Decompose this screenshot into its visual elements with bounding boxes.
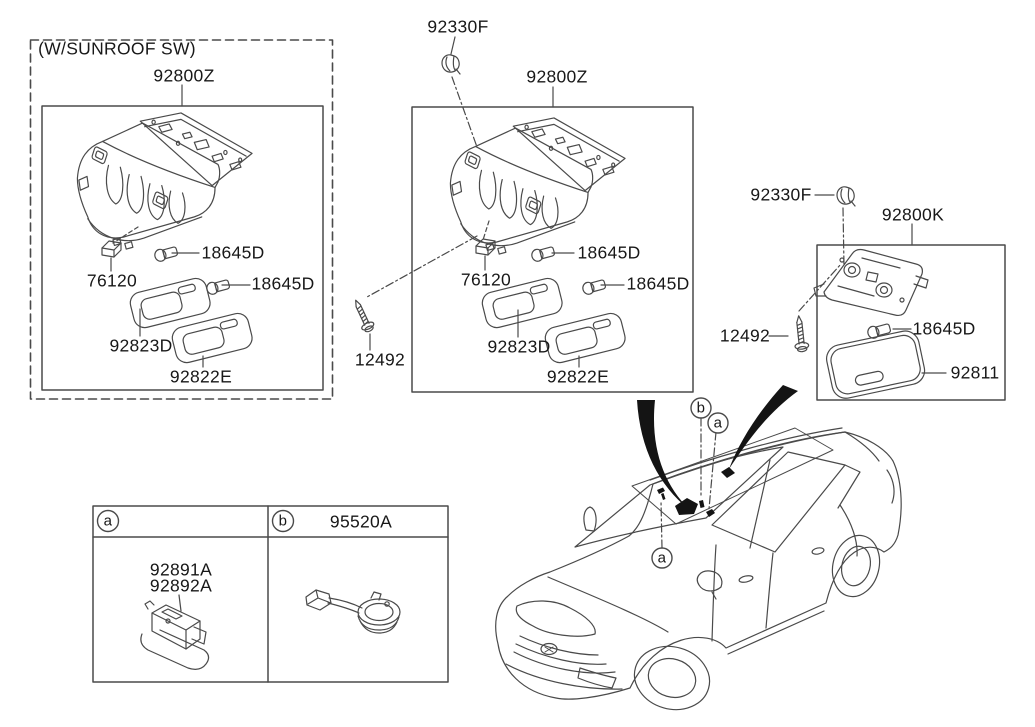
part-label-92800K: 92800K bbox=[881, 204, 945, 225]
sunroof-console-box bbox=[42, 106, 323, 390]
down-arrow-icon bbox=[729, 385, 798, 469]
part-label-92823D: 92823D bbox=[487, 336, 551, 357]
part-label-92822E: 92822E bbox=[169, 366, 233, 387]
part-label-92822E: 92822E bbox=[546, 366, 610, 387]
sunroof-variant-dashed-box bbox=[31, 40, 333, 399]
part-label-18645D: 18645D bbox=[201, 242, 265, 263]
part-label-12492: 12492 bbox=[354, 349, 406, 370]
legend-b-circle bbox=[273, 511, 294, 532]
part-label-92811: 92811 bbox=[950, 362, 1000, 383]
part-label-92823D: 92823D bbox=[109, 335, 173, 356]
part-label-95520A: 95520A bbox=[329, 511, 393, 532]
callout-a-circle bbox=[708, 413, 728, 433]
part-label-18645D: 18645D bbox=[577, 242, 641, 263]
part-label-92892A: 92892A bbox=[149, 575, 213, 596]
standard-console-art bbox=[349, 37, 628, 367]
room-lamp-box bbox=[817, 245, 1005, 400]
legend-table bbox=[93, 506, 448, 682]
car-callout-b: b bbox=[696, 399, 706, 417]
down-arrow-icon bbox=[637, 400, 690, 510]
sunroof-variant-note: (W/SUNROOF SW) bbox=[38, 38, 196, 59]
part-label-18645D: 18645D bbox=[626, 273, 690, 294]
callout-a-circle bbox=[652, 548, 672, 568]
sunroof-console-art bbox=[76, 85, 255, 367]
legend-key-a: a bbox=[103, 512, 113, 530]
roof-callout-art bbox=[637, 385, 798, 568]
part-label-18645D: 18645D bbox=[251, 273, 315, 294]
part-label-76120: 76120 bbox=[460, 269, 512, 290]
part-label-92891A: 92891A bbox=[149, 559, 213, 580]
part-label-12492: 12492 bbox=[719, 325, 771, 346]
callout-b-circle bbox=[691, 398, 711, 418]
part-label-92800Z-sunroof: 92800Z bbox=[153, 65, 215, 86]
car-callout-a-windshield: a bbox=[657, 549, 667, 567]
part-label-92330F: 92330F bbox=[750, 184, 812, 205]
part-label-18645D: 18645D bbox=[912, 318, 976, 339]
car-art bbox=[496, 428, 901, 718]
legend-a-circle bbox=[98, 511, 119, 532]
part-label-92330F: 92330F bbox=[427, 16, 489, 37]
car-callout-a-roof: a bbox=[713, 414, 723, 432]
part-label-76120: 76120 bbox=[86, 270, 138, 291]
part-label-92800Z: 92800Z bbox=[526, 66, 588, 87]
room-lamp-art bbox=[769, 186, 946, 402]
vanity-lamp-art bbox=[141, 595, 209, 669]
sunroof-sensor-art bbox=[306, 590, 400, 633]
legend-key-b: b bbox=[278, 512, 288, 530]
